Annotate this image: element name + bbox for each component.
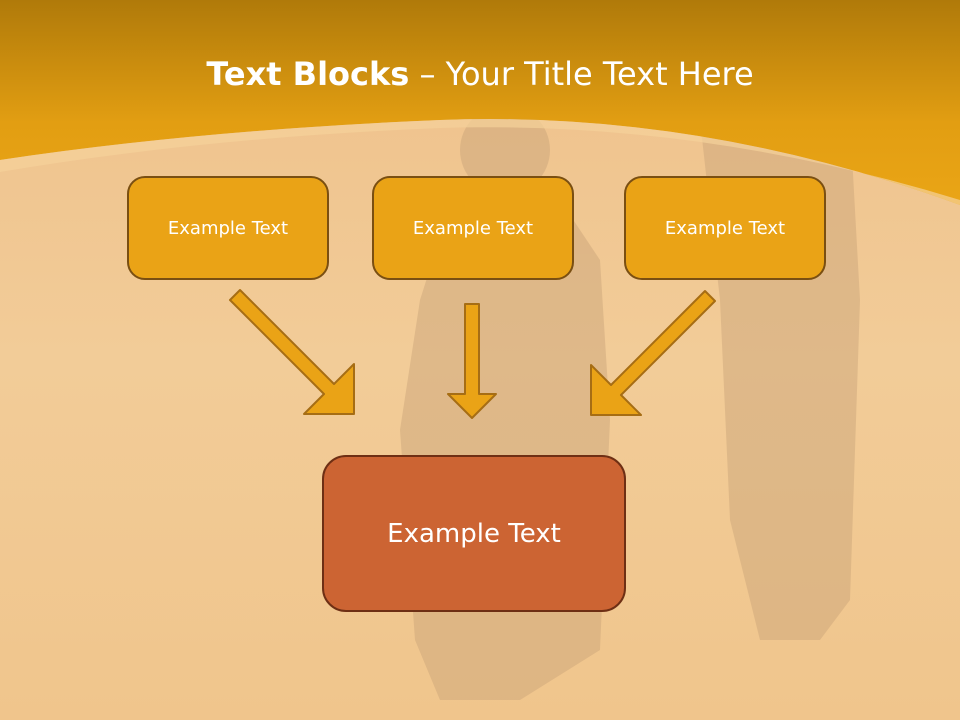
arrow-center (447, 303, 497, 419)
target-block-label: Example Text (387, 518, 561, 549)
text-block-1-label: Example Text (167, 217, 289, 239)
title-separator: – (409, 55, 446, 93)
text-block-2[interactable]: Example Text (372, 176, 574, 280)
slide-title: Text Blocks – Your Title Text Here (0, 52, 960, 96)
arrow-left (229, 289, 355, 415)
title-bold: Text Blocks (206, 55, 410, 93)
text-block-3[interactable]: Example Text (624, 176, 826, 280)
target-block[interactable]: Example Text (322, 455, 626, 612)
text-block-3-label: Example Text (664, 217, 786, 239)
text-block-1[interactable]: Example Text (127, 176, 329, 280)
title-rest: Your Title Text Here (445, 55, 754, 93)
header-curve-highlight (0, 119, 960, 205)
arrow-right (590, 290, 716, 416)
text-block-2-label: Example Text (412, 217, 534, 239)
header-band (0, 0, 960, 205)
